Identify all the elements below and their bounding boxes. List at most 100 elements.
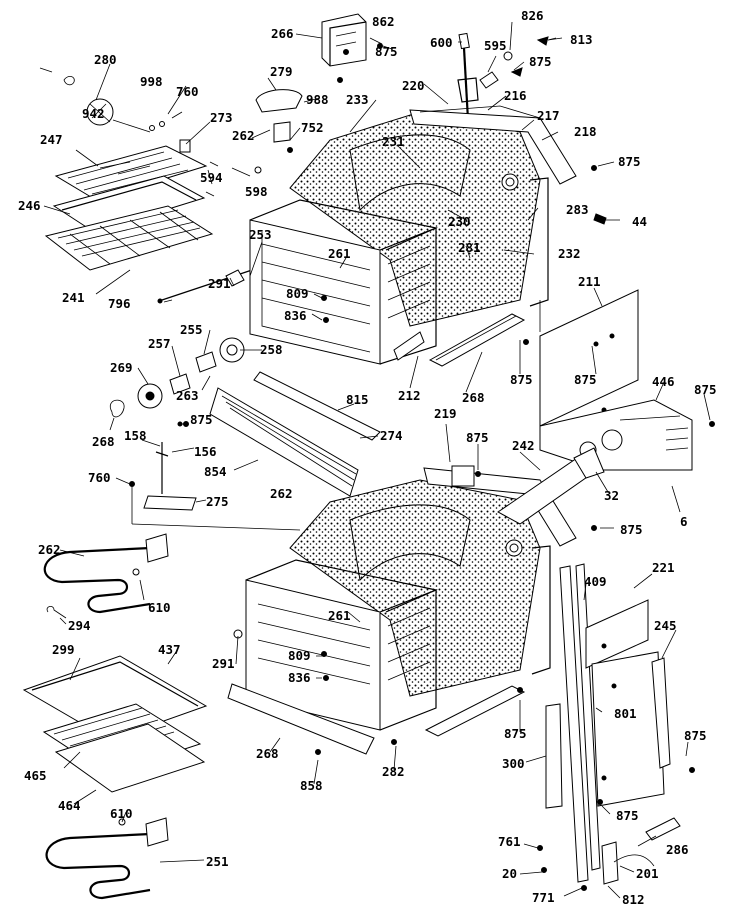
label-158: 158 xyxy=(124,428,147,443)
label-247: 247 xyxy=(40,132,63,147)
label-231: 231 xyxy=(382,134,405,149)
label-283: 283 xyxy=(566,202,589,217)
leader-lines xyxy=(43,21,711,899)
label-268: 268 xyxy=(256,746,279,761)
label-409: 409 xyxy=(584,574,607,589)
label-801: 801 xyxy=(614,706,637,721)
label-20: 20 xyxy=(502,866,517,881)
small-parts-998-760 xyxy=(149,111,183,131)
label-862: 862 xyxy=(372,14,395,29)
label-836: 836 xyxy=(288,670,311,685)
label-875: 875 xyxy=(529,54,552,69)
lower-oven-insulation xyxy=(289,479,541,697)
label-299: 299 xyxy=(52,642,75,657)
oven-rack-465-464 xyxy=(42,703,206,793)
label-942: 942 xyxy=(82,106,105,121)
label-212: 212 xyxy=(398,388,421,403)
label-875: 875 xyxy=(620,522,643,537)
part-labels: 266 862 875 826 813 600 595 875 280 279 … xyxy=(18,8,717,907)
label-262: 262 xyxy=(232,128,255,143)
label-796: 796 xyxy=(108,296,131,311)
thermostat-158-156 xyxy=(143,421,197,511)
clip-280 xyxy=(39,67,75,86)
label-836: 836 xyxy=(284,308,307,323)
label-875: 875 xyxy=(684,728,707,743)
label-269: 269 xyxy=(110,360,133,375)
label-610: 610 xyxy=(110,806,133,821)
screw-875-top xyxy=(377,43,393,50)
misc-screws-875 xyxy=(177,165,607,805)
label-875: 875 xyxy=(618,154,641,169)
broil-pan-246 xyxy=(52,175,206,233)
label-242: 242 xyxy=(512,438,535,453)
label-201: 201 xyxy=(636,866,659,881)
label-294: 294 xyxy=(68,618,91,633)
label-218: 218 xyxy=(574,124,597,139)
label-600: 600 xyxy=(430,35,453,50)
trim-strip-409 xyxy=(559,563,601,883)
oven-rack-241 xyxy=(44,205,214,271)
label-266: 266 xyxy=(271,26,294,41)
label-44: 44 xyxy=(632,214,647,229)
label-268: 268 xyxy=(92,434,115,449)
label-598: 598 xyxy=(245,184,268,199)
bracket-201 xyxy=(601,841,655,885)
upper-oven-front-rail-212 xyxy=(393,331,425,361)
label-813: 813 xyxy=(570,32,593,47)
label-241: 241 xyxy=(62,290,85,305)
label-274: 274 xyxy=(380,428,403,443)
label-752: 752 xyxy=(301,120,324,135)
label-262: 262 xyxy=(270,486,293,501)
bulb-257-263 xyxy=(169,373,191,395)
label-280: 280 xyxy=(94,52,117,67)
label-221: 221 xyxy=(652,560,675,575)
label-279: 279 xyxy=(270,64,293,79)
label-253: 253 xyxy=(249,227,272,242)
label-875: 875 xyxy=(190,412,213,427)
label-875: 875 xyxy=(616,808,639,823)
label-446: 446 xyxy=(652,374,675,389)
thermostat-probe-600 xyxy=(457,32,479,121)
label-291: 291 xyxy=(212,656,235,671)
label-300: 300 xyxy=(502,756,525,771)
clip-294 xyxy=(46,606,67,619)
label-826: 826 xyxy=(521,8,544,23)
label-216: 216 xyxy=(504,88,527,103)
label-809: 809 xyxy=(286,286,309,301)
label-771: 771 xyxy=(532,890,555,905)
label-262: 262 xyxy=(38,542,61,557)
lower-oven-side-panel xyxy=(531,545,551,675)
label-875: 875 xyxy=(466,430,489,445)
label-437: 437 xyxy=(158,642,181,657)
label-263: 263 xyxy=(176,388,199,403)
side-panel-801 xyxy=(591,651,665,807)
label-219: 219 xyxy=(434,406,457,421)
label-245: 245 xyxy=(654,618,677,633)
switch-273 xyxy=(179,139,191,153)
label-875: 875 xyxy=(504,726,527,741)
label-858: 858 xyxy=(300,778,323,793)
label-255: 255 xyxy=(180,322,203,337)
label-998: 998 xyxy=(140,74,163,89)
upper-oven-insulation xyxy=(289,111,541,327)
label-233: 233 xyxy=(346,92,369,107)
side-trim-245 xyxy=(651,657,695,773)
bake-element-262 xyxy=(43,533,169,614)
label-32: 32 xyxy=(604,488,619,503)
label-291: 291 xyxy=(208,276,231,291)
label-217: 217 xyxy=(537,108,560,123)
light-housing-279 xyxy=(255,77,343,153)
label-595: 595 xyxy=(484,38,507,53)
upper-oven-bottom-rail-268 xyxy=(428,313,526,367)
broil-element-251 xyxy=(45,817,169,900)
bracket-286 xyxy=(645,817,681,841)
label-261: 261 xyxy=(328,608,351,623)
label-232: 232 xyxy=(558,246,581,261)
label-281: 281 xyxy=(458,240,481,255)
light-lens-942 xyxy=(86,98,151,133)
label-594: 594 xyxy=(200,170,223,185)
broil-pan-247 xyxy=(54,145,208,201)
label-854: 854 xyxy=(204,464,227,479)
label-220: 220 xyxy=(402,78,425,93)
